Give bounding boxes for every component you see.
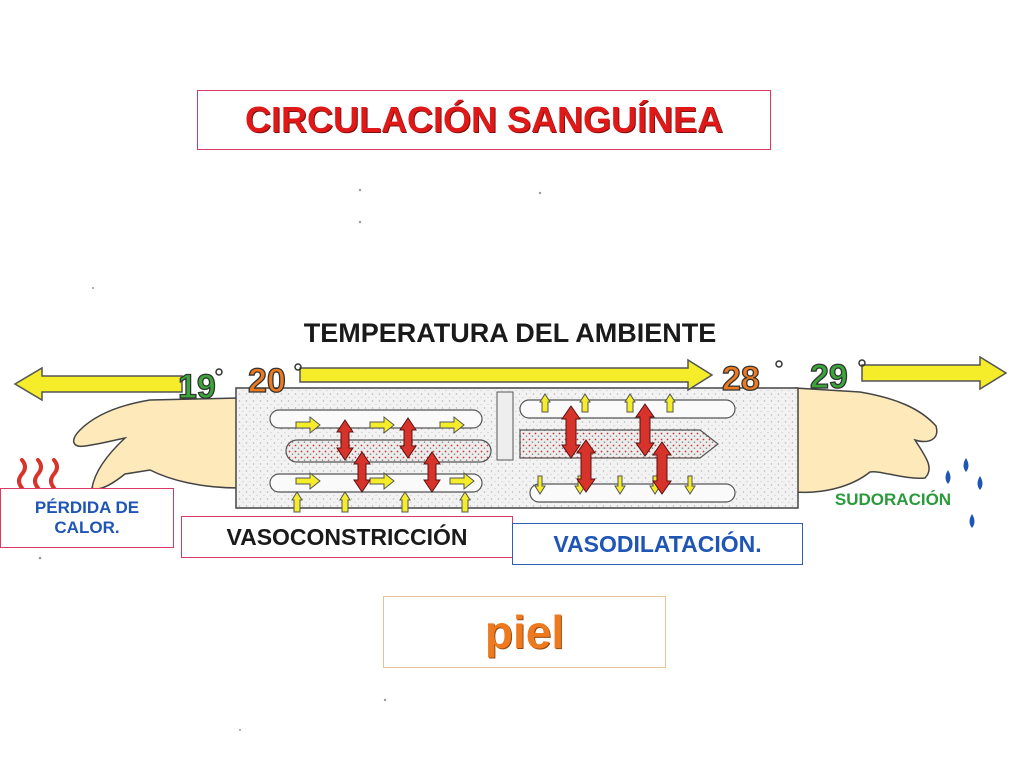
temperature-20: 20	[248, 362, 286, 400]
flow-arrows-red	[336, 403, 672, 495]
diagram-title: CIRCULACIÓN SANGUÍNEA	[244, 99, 723, 140]
temperature-28: 28	[722, 360, 760, 398]
right-hand-outline	[794, 387, 938, 494]
ambient-arrow-left	[13, 366, 183, 402]
temperature-19: 19	[178, 368, 216, 406]
vessels-right	[519, 399, 736, 503]
vasodilation-label: VASODILATACIÓN.	[553, 530, 762, 557]
sweating-label: SUDORACIÓN	[834, 490, 952, 509]
vasoconstriction-box: VASOCONSTRICCIÓN	[181, 516, 513, 558]
sweat-drops-icon	[945, 458, 983, 528]
ambient-arrow-center	[299, 358, 714, 392]
ambient-arrow-right	[861, 355, 1008, 391]
vasoconstriction-label: VASOCONSTRICCIÓN	[226, 523, 468, 550]
heat-loss-box: PÉRDIDA DE CALOR.	[0, 488, 174, 548]
ambient-temperature-label: TEMPERATURA DEL AMBIENTE	[303, 318, 717, 348]
title-box: CIRCULACIÓN SANGUÍNEA	[197, 90, 771, 150]
vasodilation-box: VASODILATACIÓN.	[512, 523, 803, 565]
skin-box: piel	[383, 596, 666, 668]
heat-loss-label: PÉRDIDA DE CALOR.	[34, 498, 140, 537]
left-hand-outline	[73, 397, 241, 490]
heat-waves-icon	[17, 458, 59, 490]
skin-label: piel	[484, 606, 565, 658]
temperature-29: 29	[810, 358, 848, 396]
